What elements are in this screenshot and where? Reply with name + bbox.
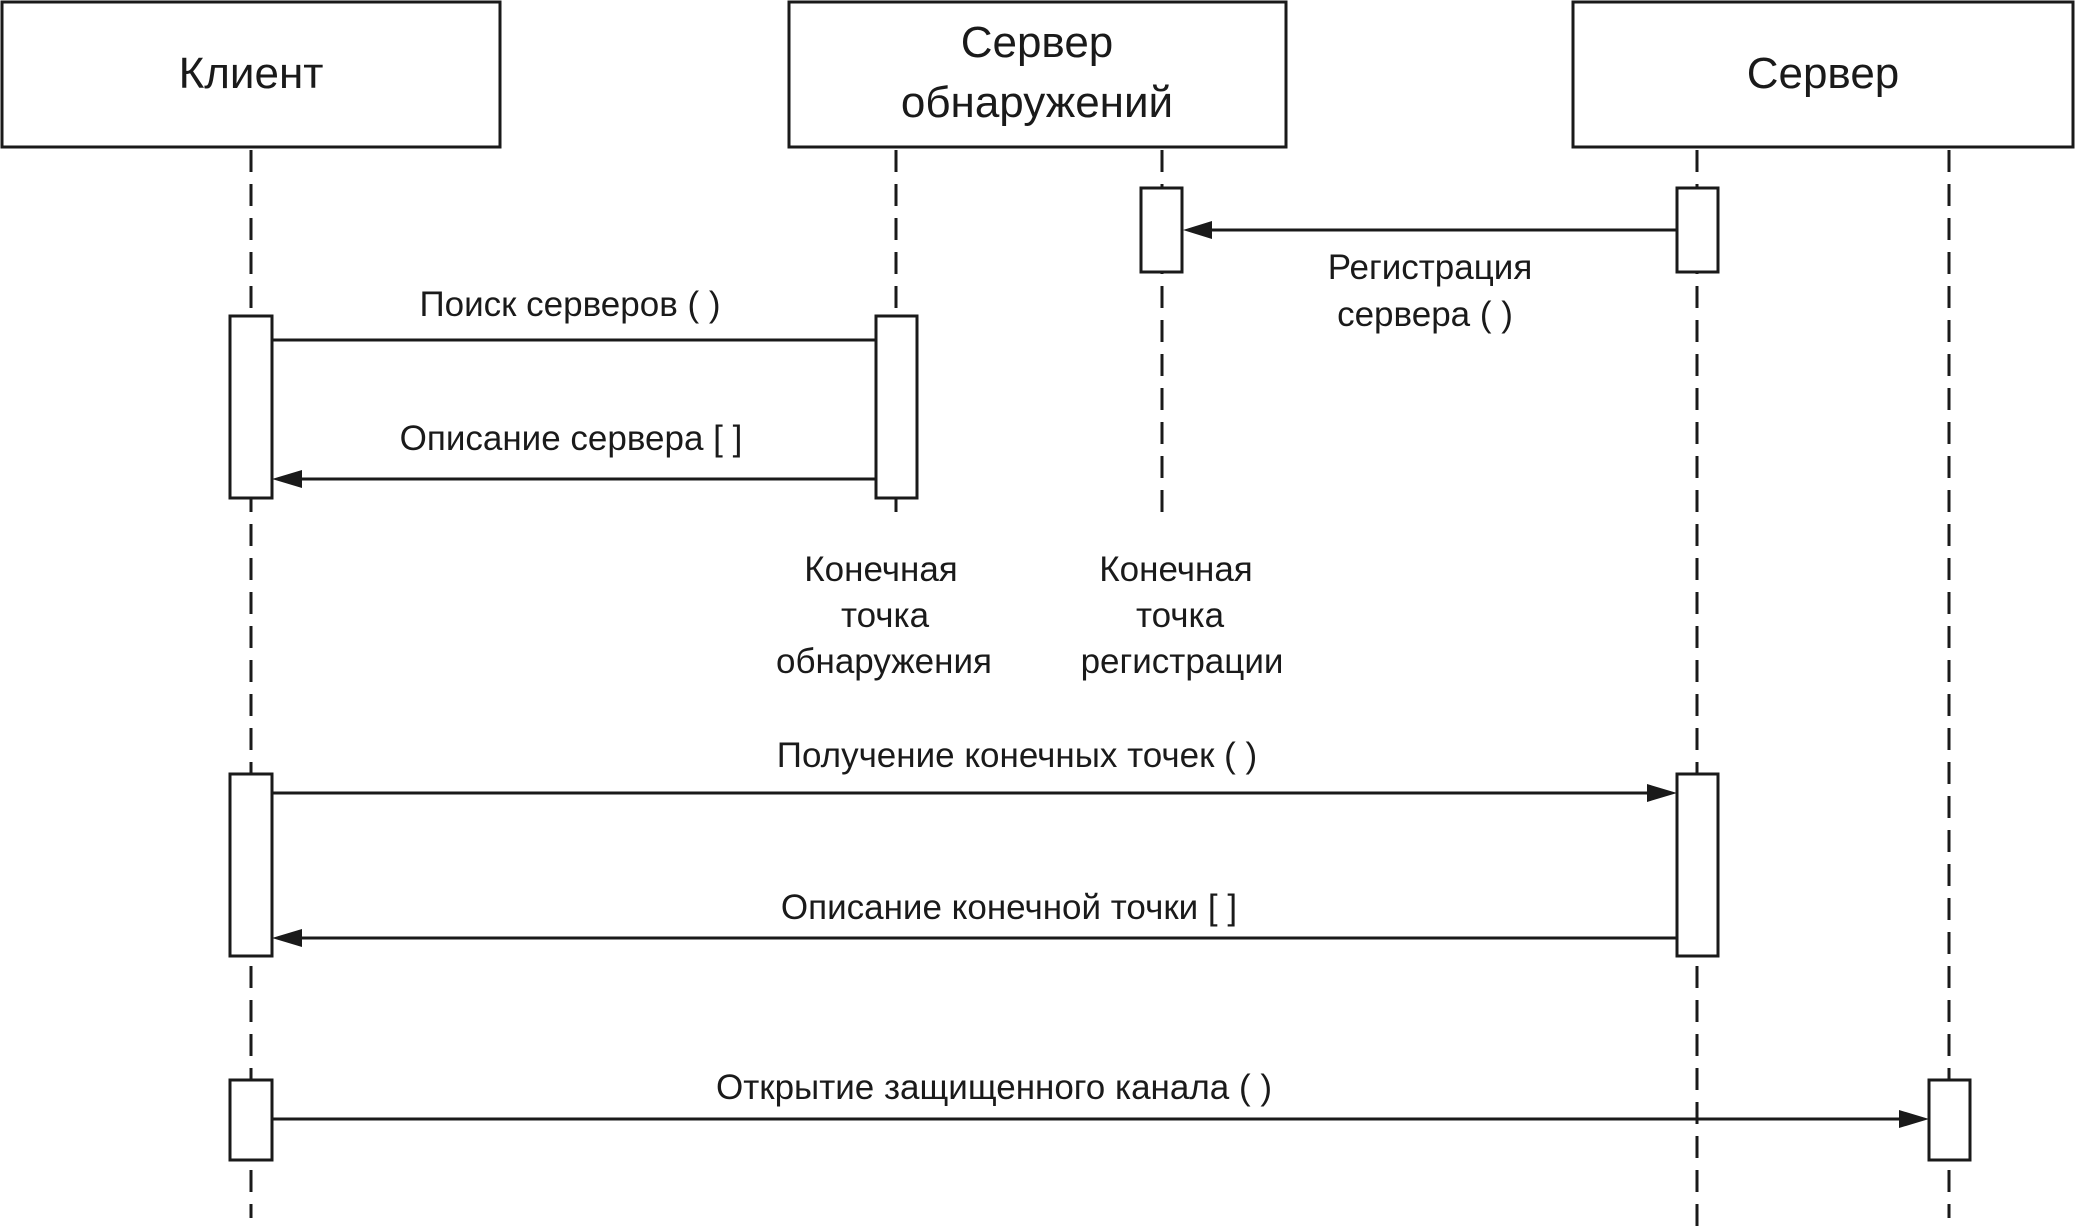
arrowhead-get-endpoints bbox=[1647, 784, 1677, 802]
arrowhead-open-secure-channel bbox=[1899, 1110, 1929, 1128]
activation-client-endpoints bbox=[228, 772, 274, 958]
activation-registration-endpoint bbox=[1139, 186, 1184, 274]
note-registration-endpoint-line3: регистрации bbox=[1081, 642, 1284, 681]
activation-discovery-endpoint bbox=[874, 314, 919, 500]
actor-label-discovery-server-line1: Сервер bbox=[961, 18, 1114, 67]
message-label-endpoint-description: Описание конечной точки [ ] bbox=[781, 888, 1237, 927]
actor-label-client: Клиент bbox=[179, 49, 324, 98]
note-registration-endpoint-line2: точка bbox=[1136, 596, 1225, 635]
note-discovery-endpoint-line3: обнаружения bbox=[776, 642, 992, 681]
message-label-find-servers: Поиск серверов ( ) bbox=[419, 285, 720, 324]
activation-client-channel bbox=[228, 1078, 274, 1162]
actor-box-server bbox=[1571, 0, 2075, 149]
message-label-register-server-line2: сервера ( ) bbox=[1337, 295, 1513, 334]
activation-server-register bbox=[1675, 186, 1720, 274]
activation-client-find bbox=[228, 314, 274, 500]
actor-label-discovery-server-line2: обнаружений bbox=[901, 78, 1173, 127]
message-label-open-secure-channel: Открытие защищенного канала ( ) bbox=[716, 1068, 1272, 1107]
activation-secure-channel bbox=[1927, 1078, 1972, 1162]
note-discovery-endpoint-line1: Конечная bbox=[804, 550, 957, 589]
arrowhead-register-server bbox=[1183, 221, 1212, 239]
activation-server-endpoints bbox=[1675, 772, 1720, 958]
actor-label-server: Сервер bbox=[1747, 49, 1900, 98]
note-registration-endpoint-line1: Конечная bbox=[1099, 550, 1252, 589]
actor-box-discovery-server bbox=[787, 0, 1288, 149]
arrowhead-server-description bbox=[272, 470, 302, 488]
note-discovery-endpoint-line2: точка bbox=[841, 596, 930, 635]
message-label-register-server-line1: Регистрация bbox=[1328, 248, 1533, 287]
message-label-get-endpoints: Получение конечных точек ( ) bbox=[777, 736, 1257, 775]
arrowhead-endpoint-description bbox=[272, 929, 302, 947]
actor-box-client bbox=[0, 0, 502, 149]
message-label-server-description: Описание сервера [ ] bbox=[400, 419, 743, 458]
